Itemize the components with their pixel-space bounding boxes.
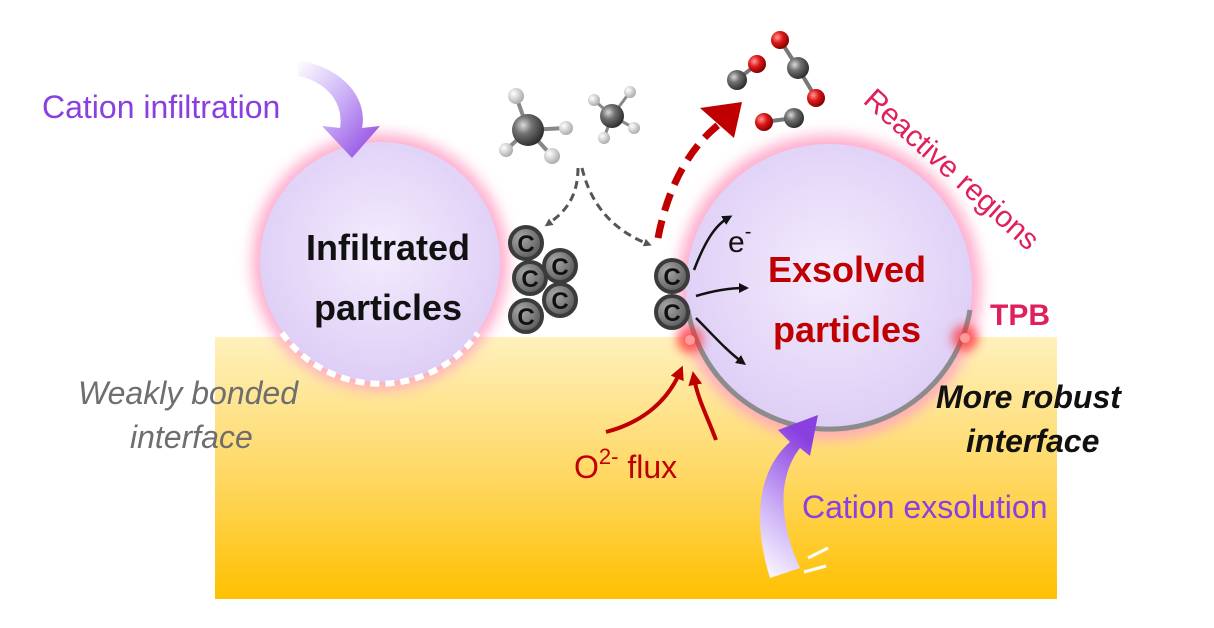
carbon-arrow-right [695,283,749,298]
dashed-arrow-to-exsolved [580,167,652,247]
exsolved-label-line2: particles [773,309,921,350]
carbon-atom: C [508,225,544,261]
red-dashed-arrow-products [654,119,725,239]
carbon-label: C [551,254,568,281]
cation-exsolution-arrow [759,415,829,578]
co-molecule-1 [727,55,766,90]
weakly-bonded-line1: Weakly bonded [78,375,299,411]
o2-flux-base: O [574,449,599,485]
weakly-bonded-line2: interface [130,419,253,455]
infiltrated-label-line2: particles [314,287,462,328]
red-arrow-head [700,102,742,138]
carbon-atom: C [654,258,690,294]
co-molecule-2 [755,108,804,131]
electron-arrow [692,215,733,271]
o2-flux-arrow-left [605,365,684,434]
carbon-label: C [517,304,534,331]
robust-label-line1: More robust [936,379,1122,415]
carbon-atom: C [654,294,690,330]
carbon-label: C [521,266,538,293]
tpb-label: TPB [990,299,1050,332]
infiltrated-particle [252,134,508,390]
electron-label: e- [728,221,751,259]
carbon-atom: C [542,282,578,318]
carbon-atom: C [542,248,578,284]
carbon-label: C [551,288,568,315]
carbon-label: C [663,300,680,327]
exsolved-particle [677,135,981,439]
methane-molecule-2 [588,86,640,144]
cation-infiltration-label: Cation infiltration [42,89,280,125]
carbon-arrow-down [695,317,746,366]
o2-flux-sup: 2- [599,444,619,469]
robust-label-line2: interface [966,423,1099,459]
methane-molecule-1 [499,88,573,164]
infiltrated-label-line1: Infiltrated [306,227,470,268]
o2-flux-arrow-right [688,371,718,441]
dashed-arrow-to-infiltrated [544,167,580,227]
carbon-atom: C [508,298,544,334]
carbon-label: C [517,231,534,258]
cation-infiltration-arrow [298,60,380,158]
cation-exsolution-label: Cation exsolution [802,489,1047,525]
carbon-label: C [663,264,680,291]
electron-sup: - [745,221,752,243]
carbon-atom: C [512,260,548,296]
electron-base: e [728,226,745,259]
o2-flux-label: O2- flux [574,444,677,485]
tpb-spot-left [677,327,703,353]
o2-flux-text: flux [618,449,677,485]
exsolved-label-line1: Exsolved [768,249,926,290]
tpb-spot-right [952,325,978,351]
co2-molecule [771,31,825,107]
